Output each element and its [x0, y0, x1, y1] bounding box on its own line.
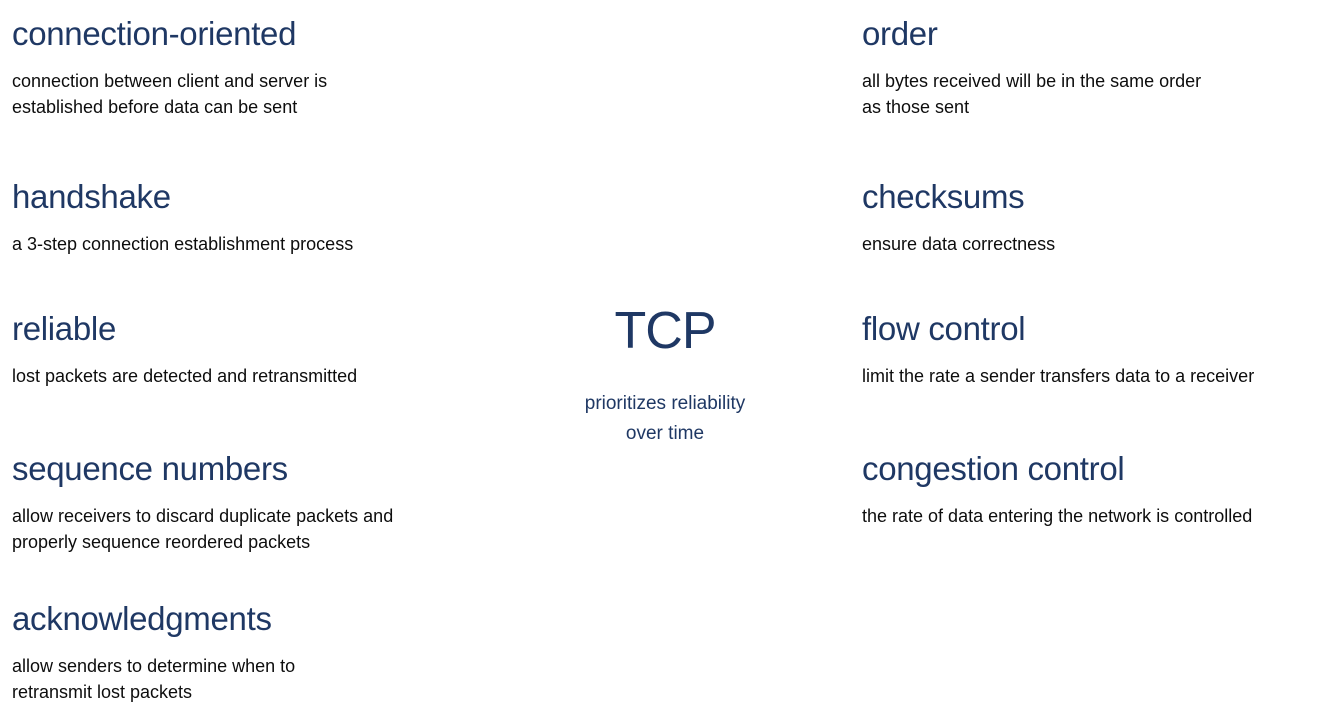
center-title-block: TCP prioritizes reliability over time [500, 301, 830, 449]
concept-sequence-numbers: sequence numbers allow receivers to disc… [12, 450, 482, 555]
concept-heading: handshake [12, 178, 171, 215]
slide-title: TCP [614, 302, 717, 360]
concept-description: a 3-step connection establishment proces… [12, 234, 354, 254]
concept-heading: acknowledgments [12, 600, 272, 637]
slide-subtitle: prioritizes reliability over time [584, 393, 746, 444]
concept-acknowledgments: acknowledgments allow senders to determi… [12, 600, 482, 705]
concept-heading: sequence numbers [12, 450, 288, 487]
concept-reliable: reliable lost packets are detected and r… [12, 310, 482, 389]
concept-description: all bytes received will be in the same o… [862, 71, 1202, 117]
concept-checksums: checksums ensure data correctness [862, 178, 1317, 257]
concept-description: the rate of data entering the network is… [862, 506, 1253, 526]
concept-congestion-control: congestion control the rate of data ente… [862, 450, 1317, 529]
concept-description: lost packets are detected and retransmit… [12, 366, 358, 386]
concept-heading: checksums [862, 178, 1025, 215]
concept-flow-control: flow control limit the rate a sender tra… [862, 310, 1317, 389]
concept-description: ensure data correctness [862, 234, 1056, 254]
concept-description: allow senders to determine when to retra… [12, 656, 296, 702]
concept-heading: congestion control [862, 450, 1125, 487]
concept-handshake: handshake a 3-step connection establishm… [12, 178, 482, 257]
concept-connection-oriented: connection-oriented connection between c… [12, 15, 482, 120]
concept-heading: reliable [12, 310, 116, 347]
concept-order: order all bytes received will be in the … [862, 15, 1317, 120]
concept-description: connection between client and server is … [12, 71, 328, 117]
concept-description: allow receivers to discard duplicate pac… [12, 506, 394, 552]
concept-description: limit the rate a sender transfers data t… [862, 366, 1255, 386]
concept-heading: flow control [862, 310, 1026, 347]
concept-heading: connection-oriented [12, 15, 297, 52]
concept-heading: order [862, 15, 938, 52]
